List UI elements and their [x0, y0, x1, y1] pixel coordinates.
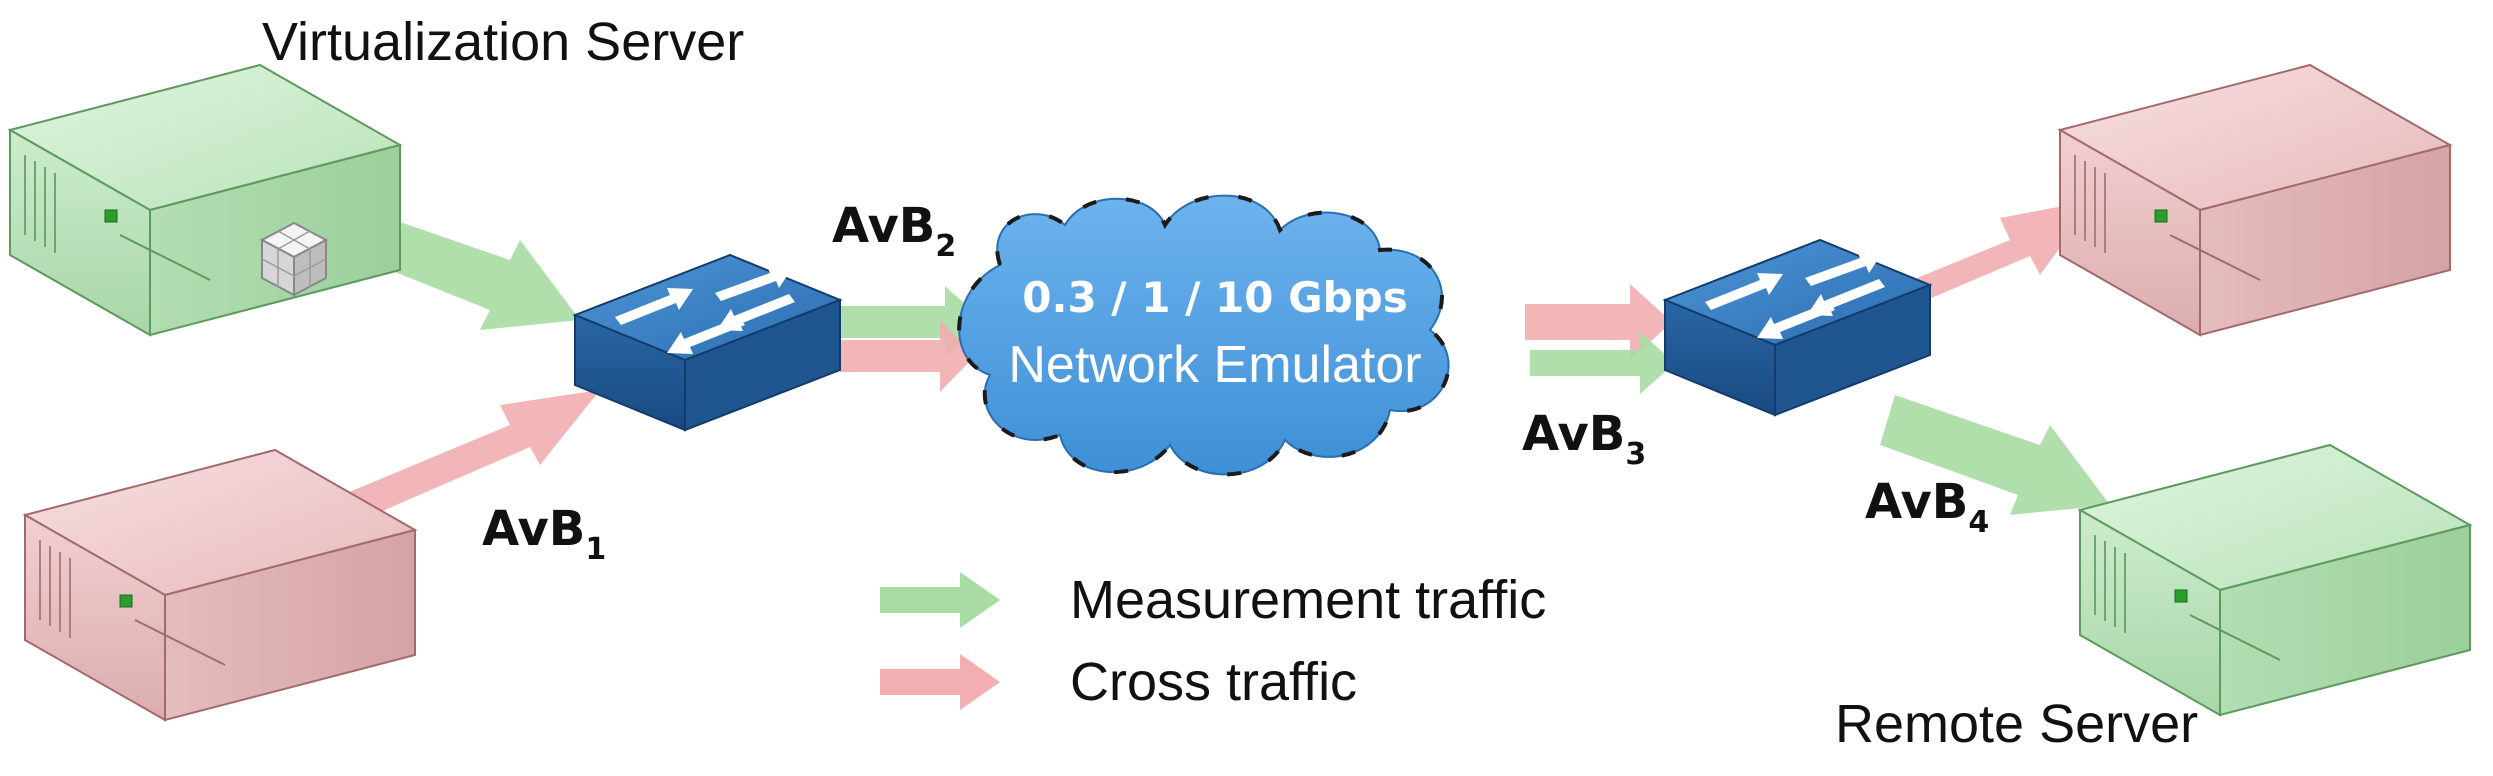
- legend-measurement-label: Measurement traffic: [1070, 570, 1546, 630]
- avb-2-sub: 2: [935, 229, 956, 264]
- cross-arrow-4: [1900, 200, 2095, 305]
- avb-4-label: AvB4: [1865, 474, 1989, 540]
- cloud-name-label: Network Emulator: [1008, 336, 1421, 394]
- cloud-speed-label: 0.3 / 1 / 10 Gbps: [1022, 273, 1407, 322]
- virtualization-server-label: Virtualization Server: [262, 12, 744, 72]
- legend-cross-label: Cross traffic: [1070, 652, 1357, 712]
- switch-icon: [1664, 239, 1931, 416]
- server-icon: [2079, 444, 2471, 716]
- measurement-arrow-1: [365, 215, 580, 330]
- server-icon: [2059, 64, 2451, 336]
- legend-measurement-arrow-icon: [880, 572, 1000, 628]
- avb-3-sub: 3: [1625, 437, 1646, 472]
- legend: Measurement traffic Cross traffic: [880, 570, 1546, 712]
- legend-cross: Cross traffic: [880, 652, 1357, 712]
- avb-2-label: AvB2: [832, 198, 956, 264]
- avb-2-base: AvB: [832, 198, 935, 254]
- avb-4-base: AvB: [1865, 474, 1968, 530]
- avb-3-label: AvB3: [1522, 406, 1646, 472]
- avb-1-sub: 1: [585, 532, 606, 567]
- cloud-icon: [957, 193, 1451, 477]
- avb-1-label: AvB1: [482, 501, 606, 567]
- cross-arrow-2: [840, 320, 975, 392]
- avb-4-sub: 4: [1968, 505, 1989, 540]
- cross-arrow-1: [330, 390, 600, 525]
- measurement-arrow-3: [1530, 332, 1675, 394]
- measurement-arrow-4: [1880, 395, 2110, 515]
- avb-3-base: AvB: [1522, 406, 1625, 462]
- cross-arrow-3: [1525, 284, 1672, 360]
- avb-1-base: AvB: [482, 501, 585, 557]
- legend-cross-arrow-icon: [880, 654, 1000, 710]
- server-icon: [9, 64, 401, 336]
- legend-measurement: Measurement traffic: [880, 570, 1546, 630]
- virtualization-cube-icon: [259, 221, 329, 297]
- switch-icon: [574, 254, 841, 431]
- remote-server-label: Remote Server: [1835, 694, 2198, 754]
